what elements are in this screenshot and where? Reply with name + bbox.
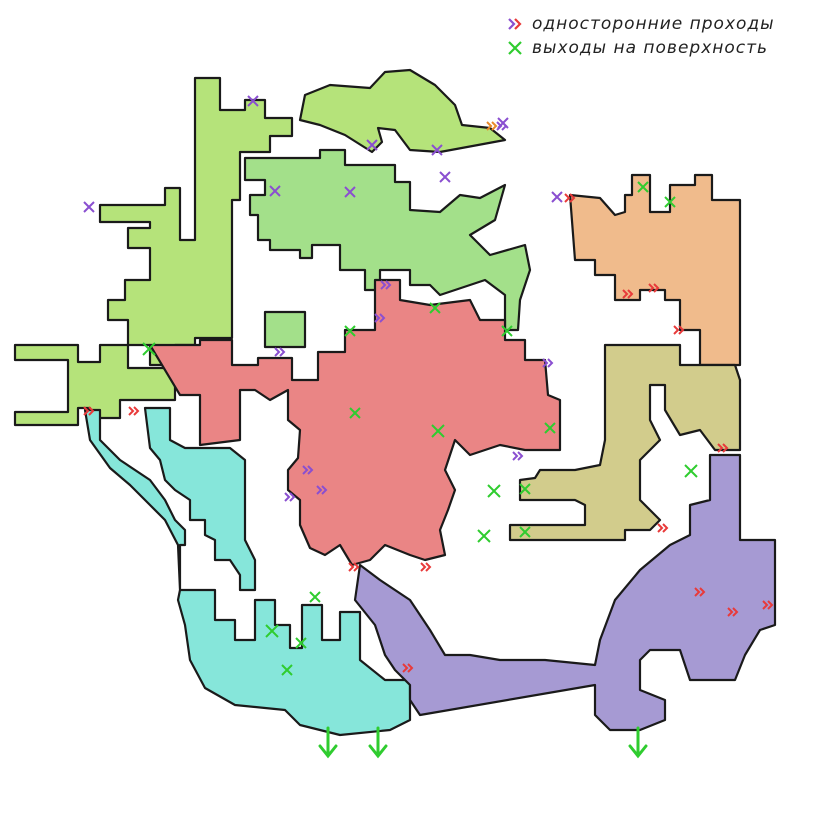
surface-exit-marker xyxy=(477,529,491,543)
orange-caves xyxy=(568,173,742,367)
zone-lime xyxy=(13,68,507,427)
surface-exit-marker xyxy=(519,526,531,538)
legend-one-way-label: односторонние проходы xyxy=(532,14,775,34)
legend-surface-exit-label: выходы на поверхность xyxy=(532,38,769,58)
double-chevron-icon xyxy=(508,18,522,30)
surface-exit-marker xyxy=(501,325,513,337)
one-way-crossings xyxy=(83,95,563,213)
surface-exit-marker xyxy=(344,325,356,337)
surface-exit-marker xyxy=(431,424,445,438)
zone-cyan xyxy=(83,406,412,737)
exit-arrow xyxy=(318,726,338,759)
zone-olive xyxy=(508,343,742,542)
one-way-marker xyxy=(269,185,281,197)
surface-exit-marker xyxy=(309,591,321,603)
salmon-labyrinth xyxy=(148,278,562,567)
surface-exit-marker xyxy=(281,664,293,676)
one-way-marker xyxy=(512,451,523,461)
green-tunnels xyxy=(243,148,532,332)
one-way-marker xyxy=(439,171,451,183)
surface-exit-marker xyxy=(429,302,441,314)
surface-exit-marker xyxy=(637,181,649,193)
surface-exit-markers xyxy=(142,181,698,676)
one-way-marker xyxy=(128,406,139,416)
green-x-icon xyxy=(508,41,522,55)
green-chamber xyxy=(263,310,307,349)
purple-caves xyxy=(353,453,777,732)
surface-exit-marker xyxy=(544,422,556,434)
surface-exit-marker xyxy=(519,483,531,495)
surface-exit-marker xyxy=(684,464,698,478)
one-way-marker xyxy=(344,186,356,198)
surface-exit-marker xyxy=(295,637,307,649)
zone-salmon xyxy=(148,278,562,567)
zone-orange xyxy=(568,173,742,367)
one-way-marker xyxy=(551,191,563,203)
surface-exit-marker xyxy=(487,484,501,498)
surface-exit-marker xyxy=(664,196,676,208)
one-way-marker xyxy=(274,347,285,357)
surface-exit-marker xyxy=(142,342,156,356)
cyan-caves xyxy=(83,406,412,737)
exit-arrow xyxy=(628,726,648,759)
legend-surface-exit: выходы на поверхность xyxy=(504,36,775,60)
exit-arrow xyxy=(368,726,388,759)
one-way-marker xyxy=(83,201,95,213)
one-way-marker xyxy=(247,95,259,107)
zone-light-green xyxy=(243,148,532,349)
one-way-marker xyxy=(420,562,431,572)
one-way-marker xyxy=(366,139,378,151)
zone-purple xyxy=(353,453,777,732)
surface-exit-marker xyxy=(349,407,361,419)
lime-tunnels xyxy=(98,76,294,367)
lime-west-hall xyxy=(13,343,177,427)
surface-exit-marker xyxy=(265,624,279,638)
one-way-marker xyxy=(431,144,443,156)
lime-north-cave xyxy=(298,68,507,154)
olive-corridors xyxy=(508,343,742,542)
one-way-marker xyxy=(497,117,509,129)
map-legend: односторонние проходы выходы на поверхно… xyxy=(504,12,775,60)
legend-one-way: односторонние проходы xyxy=(504,12,775,36)
one-way-marker xyxy=(657,523,668,533)
surface-exit-arrows xyxy=(318,726,648,759)
